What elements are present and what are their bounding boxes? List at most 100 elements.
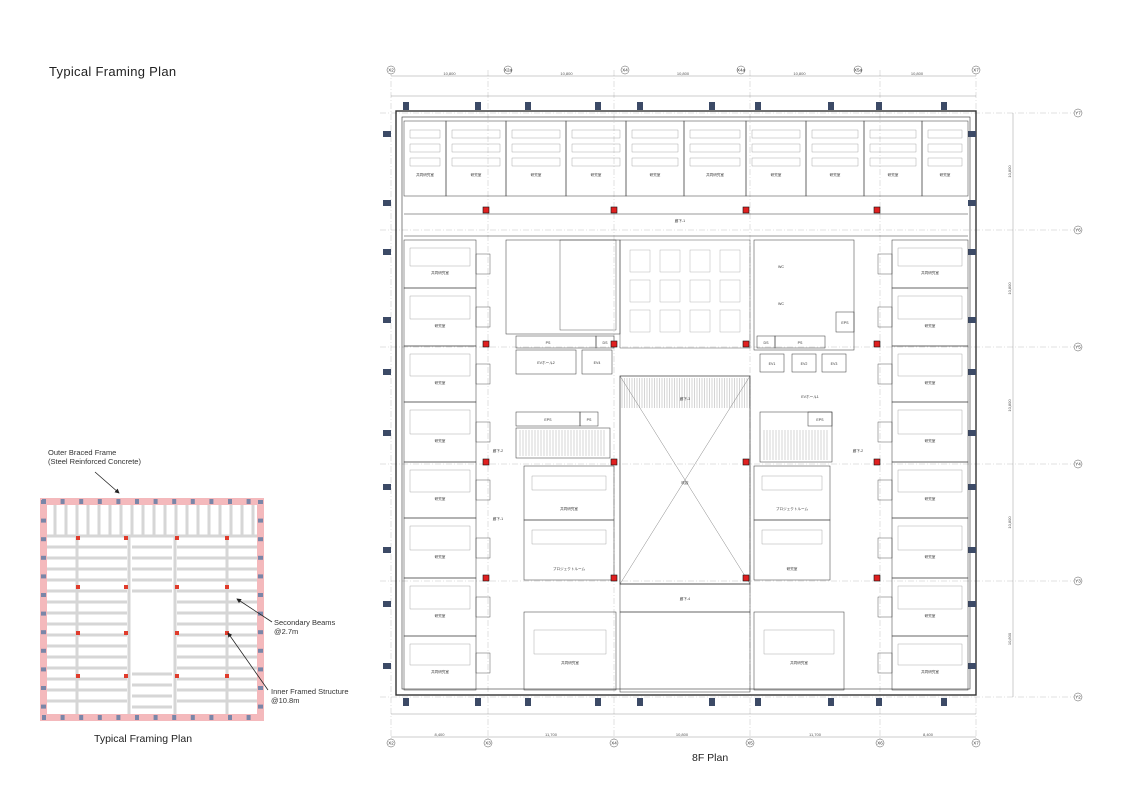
lab-room xyxy=(403,239,477,289)
column xyxy=(116,499,121,504)
inner-column xyxy=(76,674,80,678)
desk-cluster xyxy=(571,143,621,153)
ps-room xyxy=(515,335,597,349)
room-label: EVホール2 xyxy=(537,360,555,365)
bottom-hall xyxy=(619,611,751,693)
grid-bubble xyxy=(1073,459,1083,469)
column xyxy=(258,667,263,672)
column xyxy=(41,686,46,690)
grid-bubble xyxy=(1073,108,1083,118)
inner-column xyxy=(175,674,179,678)
grid-bubble xyxy=(620,65,630,75)
desk-cluster xyxy=(511,143,561,153)
eps-room xyxy=(835,311,855,333)
room-label: 廊下-4 xyxy=(680,596,690,601)
room-label: 研究室 xyxy=(888,172,899,177)
perimeter-column xyxy=(709,698,715,706)
lab-room xyxy=(891,401,969,463)
column-box xyxy=(475,253,491,275)
inner-column xyxy=(124,631,128,635)
lab-room xyxy=(891,239,969,289)
perimeter-column xyxy=(637,102,643,110)
table-area-left xyxy=(559,239,617,331)
grid-label: X6 xyxy=(877,741,883,746)
perimeter-column xyxy=(709,102,715,110)
column-box xyxy=(877,537,893,559)
lab-room xyxy=(891,461,969,519)
perimeter-column xyxy=(968,601,976,607)
grid-label: X4 xyxy=(611,741,617,746)
table-group xyxy=(629,309,651,333)
dimension-text: 10,800 xyxy=(677,71,690,76)
structural-column xyxy=(482,574,490,582)
room-label: 研究室 xyxy=(435,613,446,618)
desk-cluster xyxy=(631,157,679,167)
grid-bubble xyxy=(386,738,396,748)
room-label: 共同研究室 xyxy=(561,660,579,665)
column-box xyxy=(877,306,893,328)
lab-room xyxy=(625,120,685,197)
inner-column xyxy=(124,585,128,589)
structural-column xyxy=(610,340,618,348)
desk-cluster xyxy=(897,525,963,551)
column xyxy=(97,715,102,720)
secondary-beams-annotation: Secondary Beams @2.7m xyxy=(274,618,335,636)
table-group xyxy=(689,249,711,273)
desk-cluster xyxy=(897,247,963,267)
room-label: 共同研究室 xyxy=(706,172,724,177)
grid-bubble xyxy=(875,738,885,748)
structural-column xyxy=(873,574,881,582)
dimension-text: 8,400 xyxy=(434,732,445,737)
desk-cluster xyxy=(761,475,823,491)
grid-bubble xyxy=(853,65,863,75)
desk-cluster xyxy=(409,129,441,139)
desk-cluster xyxy=(897,409,963,435)
column xyxy=(228,499,232,504)
room-label: PS xyxy=(546,341,551,345)
elevator-ev2 xyxy=(791,353,817,373)
column xyxy=(190,715,195,720)
lab-room xyxy=(523,465,615,521)
ps-room xyxy=(774,335,826,349)
desk-cluster xyxy=(451,157,501,167)
column xyxy=(116,715,121,720)
room-label: 研究室 xyxy=(925,323,936,328)
stair-right xyxy=(759,411,833,463)
room-label: 研究室 xyxy=(591,172,602,177)
column xyxy=(41,667,46,672)
column xyxy=(41,704,46,709)
elevator-ev1 xyxy=(759,353,785,373)
grid-label: X7 xyxy=(973,741,979,746)
inner-frame-label: Inner Framed Structure xyxy=(271,687,349,696)
table-group xyxy=(719,279,741,303)
desk-cluster xyxy=(409,143,441,153)
grid-label: X5a xyxy=(854,68,863,73)
structural-column xyxy=(873,340,881,348)
desk-cluster xyxy=(631,143,679,153)
perimeter-column xyxy=(595,102,601,110)
room-label: EV4 xyxy=(594,361,601,365)
column xyxy=(60,499,65,504)
column-box xyxy=(475,421,491,443)
perimeter-column xyxy=(941,698,947,706)
column xyxy=(258,555,263,560)
core-block-left xyxy=(505,239,621,335)
perimeter-column xyxy=(968,131,976,137)
room-label: 研究室 xyxy=(925,554,936,559)
dimension-text: 10,800 xyxy=(443,71,456,76)
structural-column xyxy=(742,458,750,466)
dimension-text: 10,800 xyxy=(1007,282,1012,295)
desk-cluster xyxy=(451,129,501,139)
perimeter-column xyxy=(828,102,834,110)
room-label: 吹抜 xyxy=(681,480,689,485)
structural-column xyxy=(610,206,618,214)
room-label: 共同研究室 xyxy=(921,270,939,275)
lab-room xyxy=(683,120,747,197)
lab-room xyxy=(403,461,477,519)
structural-column xyxy=(610,574,618,582)
column xyxy=(258,630,263,635)
room-label: EV1 xyxy=(769,362,776,366)
perimeter-column xyxy=(383,249,391,255)
